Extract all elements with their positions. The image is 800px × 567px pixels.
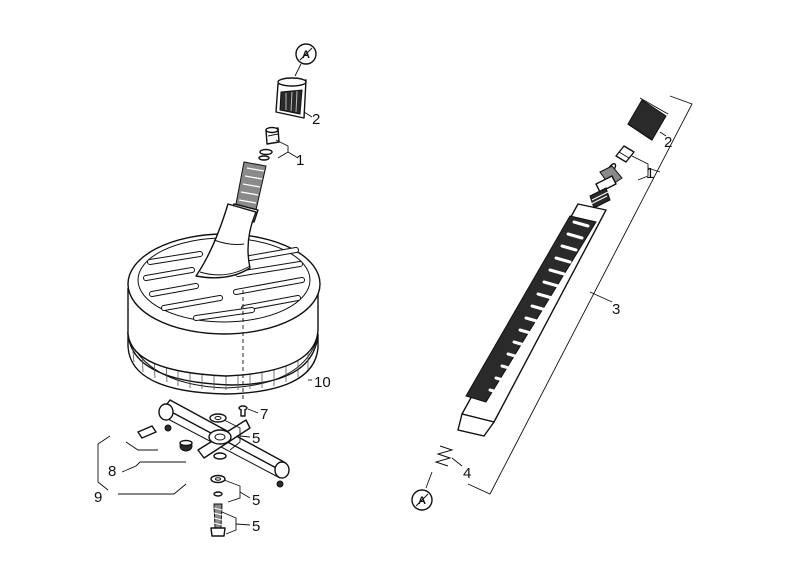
part-3-lance-tube [457, 203, 607, 437]
connector-a-bottom: A [411, 471, 433, 511]
callout-2-right: 2 [664, 134, 672, 151]
connector-a-bottom-label: A [418, 495, 426, 507]
callout-5-c: 5 [252, 518, 260, 535]
callout-5-b: 5 [252, 492, 260, 509]
callout-9: 9 [94, 489, 102, 506]
part-8-nozzle-insert [137, 425, 193, 452]
part-2-cap-left [275, 77, 307, 119]
spindle-bolt [210, 503, 226, 537]
callout-7: 7 [260, 406, 268, 423]
rotor-spray-arm [158, 399, 290, 488]
callout-2-left: 2 [312, 111, 320, 128]
part-1-nut-left [258, 126, 280, 161]
lance-coupling [589, 165, 623, 209]
washer-upper [209, 413, 227, 423]
part-7-screw [238, 405, 248, 417]
callout-8: 8 [108, 463, 116, 480]
callout-3: 3 [612, 301, 620, 318]
housing-grooves [143, 247, 305, 321]
extension-lance-assembly: A 2 1 3 4 [411, 95, 693, 511]
callout-5-a: 5 [252, 430, 260, 447]
right-leader-lines [451, 131, 667, 467]
callout-10: 10 [314, 374, 331, 391]
cleaner-housing [127, 203, 321, 395]
part-2-cap-right [627, 97, 669, 141]
callout-1-left: 1 [296, 152, 304, 169]
connector-a-top: A [294, 43, 317, 77]
connector-a-top-label: A [302, 49, 310, 61]
bracket-part-3 [467, 95, 693, 495]
washer-lower [210, 474, 226, 497]
left-leader-lines [97, 111, 313, 535]
part-4-spring [434, 445, 454, 467]
callout-4: 4 [463, 465, 471, 482]
callout-1-right: 1 [646, 165, 654, 182]
surface-cleaner-assembly: A [94, 43, 331, 537]
